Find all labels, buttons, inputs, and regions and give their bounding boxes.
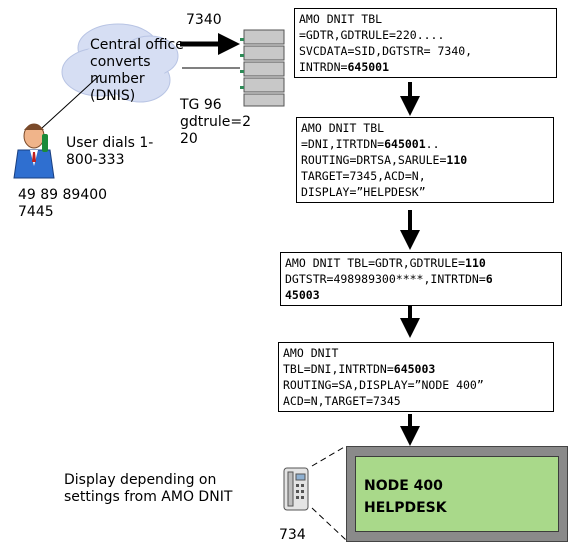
cloud-label: Central office converts number (DNIS) bbox=[90, 37, 184, 104]
command-text: 645003 bbox=[393, 362, 436, 376]
command-text: 110 bbox=[446, 153, 468, 167]
arrow-4 bbox=[400, 414, 420, 446]
display-line-1: NODE 400 bbox=[364, 478, 443, 494]
command-text: AMO DNIT TBL bbox=[301, 121, 385, 135]
callout-line-bottom bbox=[311, 507, 347, 541]
command-text: 45003 bbox=[285, 288, 320, 302]
dial-line bbox=[41, 74, 101, 129]
command-line: =DNI,ITRTDN=645001.. bbox=[301, 136, 549, 152]
command-line: AMO DNIT TBL=GDTR,GDTRULE=110 bbox=[285, 255, 557, 271]
command-line: SVCDATA=SID,DGTSTR= 7340, bbox=[299, 43, 552, 59]
command-line: DGTSTR=498989300****,INTRTDN=6 bbox=[285, 271, 557, 287]
display-line-2: HELPDESK bbox=[364, 500, 447, 516]
command-line: DISPLAY=”HELPDESK” bbox=[301, 184, 549, 200]
command-line: TBL=DNI,INTRTDN=645003 bbox=[283, 361, 549, 377]
phone-display-panel: NODE 400 HELPDESK bbox=[346, 446, 568, 542]
user-person-icon bbox=[13, 123, 55, 179]
display-note-label: Display depending on settings from AMO D… bbox=[64, 472, 233, 505]
command-text: SVCDATA=SID,DGTSTR= 7340, bbox=[299, 44, 473, 58]
arrow-to-server bbox=[180, 33, 240, 55]
command-text: ACD=N,TARGET=7345 bbox=[283, 394, 401, 408]
arrow-2 bbox=[400, 210, 420, 250]
phone-display-screen: NODE 400 HELPDESK bbox=[355, 456, 559, 532]
label-7340: 7340 bbox=[186, 12, 222, 28]
command-line: 45003 bbox=[285, 287, 557, 303]
command-line: AMO DNIT bbox=[283, 345, 549, 361]
command-line: AMO DNIT TBL bbox=[299, 11, 552, 27]
command-line: =GDTR,GDTRULE=220.... bbox=[299, 27, 552, 43]
central-office-cloud bbox=[61, 23, 179, 103]
command-text: ROUTING=DRTSA,SARULE= bbox=[301, 153, 447, 167]
command-text: INTRDN= bbox=[299, 60, 348, 74]
server-icon bbox=[240, 29, 285, 107]
command-text: AMO DNIT TBL bbox=[299, 12, 383, 26]
command-line: ROUTING=SA,DISPLAY=”NODE 400” bbox=[283, 377, 549, 393]
command-text: AMO DNIT TBL=GDTR,GDTRULE= bbox=[285, 256, 466, 270]
phone-extension-label: 734 bbox=[279, 527, 306, 543]
command-line: AMO DNIT TBL bbox=[301, 120, 549, 136]
command-text: .. bbox=[425, 137, 440, 151]
dialed-number-label: 49 89 89400 7445 bbox=[18, 187, 108, 220]
command-text: 110 bbox=[465, 256, 486, 270]
trunk-group-label: TG 96 gdtrule=2 20 bbox=[180, 97, 252, 147]
command-line: ACD=N,TARGET=7345 bbox=[283, 393, 549, 409]
command-text: AMO DNIT bbox=[283, 346, 339, 360]
command-line: ROUTING=DRTSA,SARULE=110 bbox=[301, 152, 549, 168]
command-line: TARGET=7345,ACD=N, bbox=[301, 168, 549, 184]
command-text: TBL=DNI,INTRTDN= bbox=[283, 362, 394, 376]
amo-dnit-box-1: AMO DNIT TBL =GDTR,GDTRULE=220.... SVCDATA… bbox=[294, 8, 557, 78]
arrow-1 bbox=[400, 82, 420, 116]
command-line: INTRDN=645001 bbox=[299, 59, 552, 75]
command-text: 645001 bbox=[384, 137, 426, 151]
command-text: ROUTING=SA,DISPLAY=”NODE 400” bbox=[283, 378, 484, 392]
command-text: =GDTR,GDTRULE=220.... bbox=[299, 28, 445, 42]
user-dials-label: User dials 1- 800-333 bbox=[66, 135, 154, 168]
command-text: 645001 bbox=[347, 60, 390, 74]
command-text: =DNI,ITRTDN= bbox=[301, 137, 385, 151]
command-text: TARGET=7345,ACD=N, bbox=[301, 169, 426, 183]
command-text: DISPLAY=”HELPDESK” bbox=[301, 185, 426, 199]
command-text: 6 bbox=[485, 272, 493, 286]
desk-phone-icon bbox=[283, 467, 309, 511]
arrow-3 bbox=[400, 306, 420, 338]
amo-dnit-box-2: AMO DNIT TBL=DNI,ITRTDN=645001..ROUTING=… bbox=[296, 117, 554, 203]
command-text: DGTSTR=498989300****,INTRTDN= bbox=[285, 272, 486, 286]
callout-line-top bbox=[311, 445, 347, 467]
